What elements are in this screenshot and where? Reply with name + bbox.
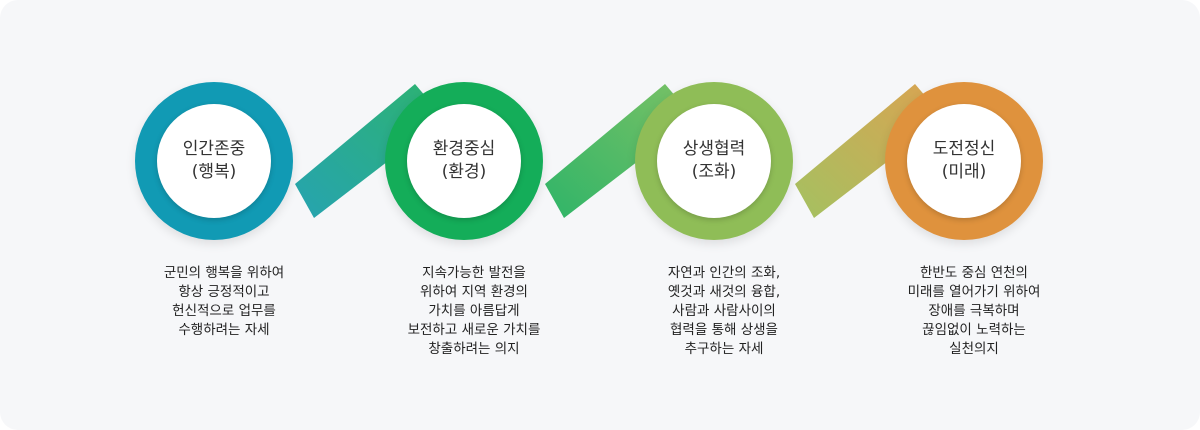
description-line: 위하여 지역 환경의 — [420, 284, 528, 300]
description-line: 협력을 통해 상생을 — [670, 322, 778, 338]
value-description-4: 한반도 중심 연천의 미래를 열어가기 위하여 장애를 극복하며 끊임없이 노력… — [864, 264, 1084, 359]
value-description-1: 군민의 행복을 위하여 항상 긍정적이고 헌신적으로 업무를 수행하려는 자세 — [114, 264, 334, 340]
description-line: 자연과 인간의 조화, — [667, 265, 781, 281]
value-ring-center-4: 도전정신 (미래) — [907, 104, 1021, 218]
value-subtitle-1: (행복) — [191, 162, 237, 182]
value-title-2: 환경중심 — [432, 139, 496, 159]
value-ring-4: 도전정신 (미래) — [885, 82, 1043, 240]
value-title-1: 인간존중 — [182, 139, 246, 159]
description-line: 사람과 사람사이의 — [672, 303, 776, 319]
value-ring-2: 환경중심 (환경) — [385, 82, 543, 240]
value-ring-3: 상생협력 (조화) — [635, 82, 793, 240]
description-line: 추구하는 자세 — [684, 341, 764, 357]
description-line: 항상 긍정적이고 — [178, 284, 270, 300]
value-ring-center-1: 인간존중 (행복) — [157, 104, 271, 218]
description-line: 미래를 열어가기 위하여 — [907, 284, 1041, 300]
value-subtitle-2: (환경) — [441, 162, 487, 182]
value-ring-center-3: 상생협력 (조화) — [657, 104, 771, 218]
value-description-2: 지속가능한 발전을 위하여 지역 환경의 가치를 아름답게 보전하고 새로운 가… — [364, 264, 584, 359]
description-line: 장애를 극복하며 — [928, 303, 1020, 319]
description-line: 군민의 행복을 위하여 — [163, 265, 285, 281]
value-title-3: 상생협력 — [682, 139, 746, 159]
description-line: 지속가능한 발전을 — [422, 265, 526, 281]
value-ring-center-2: 환경중심 (환경) — [407, 104, 521, 218]
description-line: 한반도 중심 연천의 — [920, 265, 1028, 281]
value-subtitle-3: (조화) — [691, 162, 737, 182]
description-line: 창출하려는 의지 — [428, 341, 520, 357]
description-line: 가치를 아름답게 — [428, 303, 520, 319]
value-description-3: 자연과 인간의 조화, 옛것과 새것의 융합, 사람과 사람사이의 협력을 통해… — [614, 264, 834, 359]
value-title-4: 도전정신 — [932, 139, 996, 159]
description-line: 끊임없이 노력하는 — [922, 322, 1026, 338]
description-line: 수행하려는 자세 — [178, 322, 270, 338]
description-line: 보전하고 새로운 가치를 — [407, 322, 541, 338]
description-line: 헌신적으로 업무를 — [172, 303, 276, 319]
description-line: 옛것과 새것의 융합, — [667, 284, 781, 300]
value-ring-1: 인간존중 (행복) — [135, 82, 293, 240]
value-subtitle-4: (미래) — [941, 162, 987, 182]
description-line: 실천의지 — [949, 341, 999, 357]
